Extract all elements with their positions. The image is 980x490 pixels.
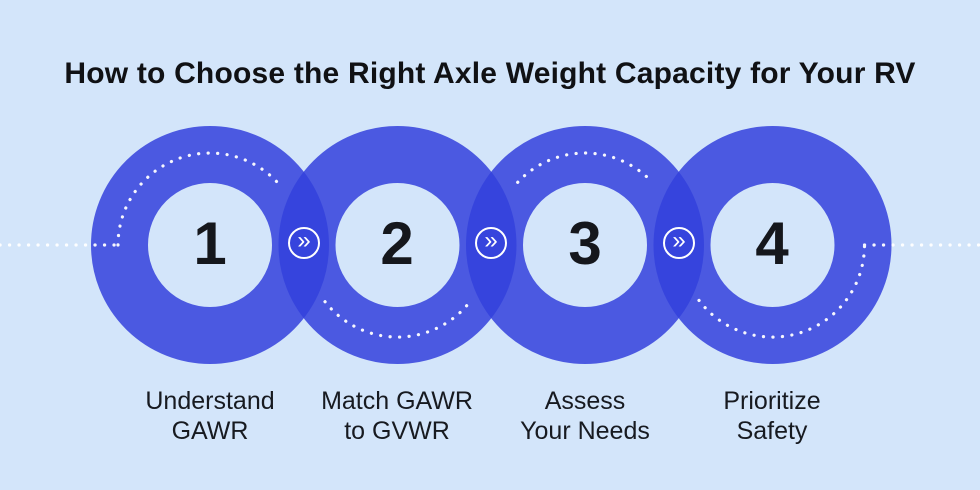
step-label-1-line-2: GAWR [171,417,249,445]
step-label-4: Prioritize Safety [662,386,882,446]
step-label-2: Match GAWR to GVWR [287,386,507,446]
dotted-guide-path [0,151,980,339]
step-label-3-line-2: Your Needs [520,417,650,445]
step-label-3: Assess Your Needs [475,386,695,446]
step-number-2: 2 [380,210,414,277]
double-chevron-right-icon: » [663,227,695,259]
step-number-1: 1 [193,210,227,277]
step-number-3: 3 [568,210,602,277]
step-label-4-line-2: Safety [736,417,808,445]
double-chevron-right-icon: » [288,227,320,259]
step-label-4-line-1: Prioritize [723,387,821,415]
page-title: How to Choose the Right Axle Weight Capa… [64,57,916,90]
step-label-2-line-1: Match GAWR [321,387,473,415]
step-label-2-line-2: to GVWR [344,417,450,445]
step-label-1-line-1: Understand [145,387,275,415]
double-chevron-right-icon: » [475,227,507,259]
step-label-1: Understand GAWR [100,386,320,446]
step-number-4: 4 [755,210,789,277]
step-label-3-line-1: Assess [544,387,626,415]
